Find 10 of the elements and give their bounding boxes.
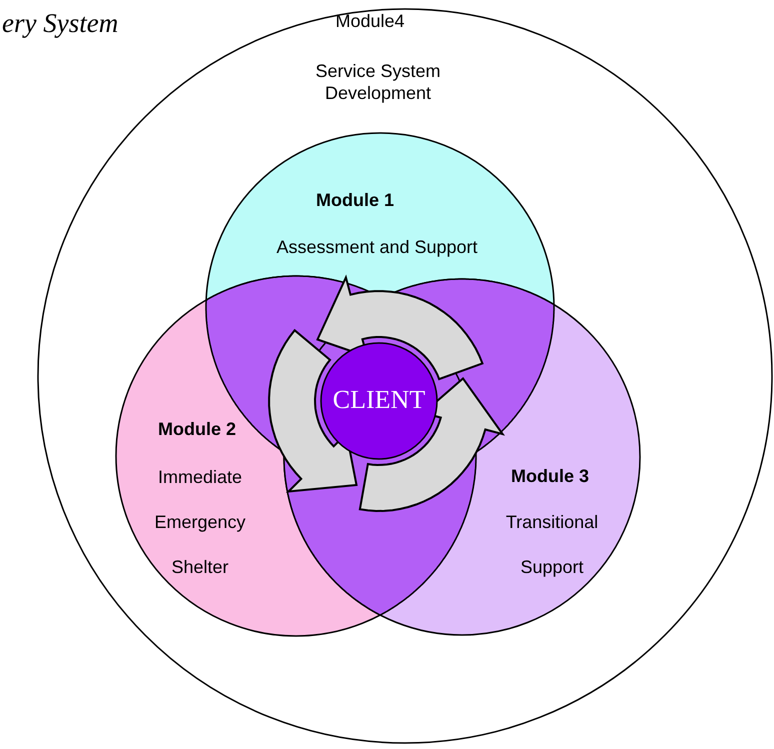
- client-label: CLIENT: [332, 385, 426, 415]
- module-heading: Module 2: [156, 419, 237, 440]
- module-description: Assessment and Support: [275, 236, 479, 258]
- module-heading: Module 1: [314, 190, 395, 211]
- module-heading: Module 3: [510, 466, 590, 487]
- module-description: Service System Development: [314, 60, 442, 104]
- diagram-title: ery System: [2, 8, 118, 39]
- module-description: Immediate Emergency Shelter: [153, 466, 247, 579]
- module-description: Transitional Support: [504, 511, 600, 579]
- module-heading: Module4: [334, 10, 406, 32]
